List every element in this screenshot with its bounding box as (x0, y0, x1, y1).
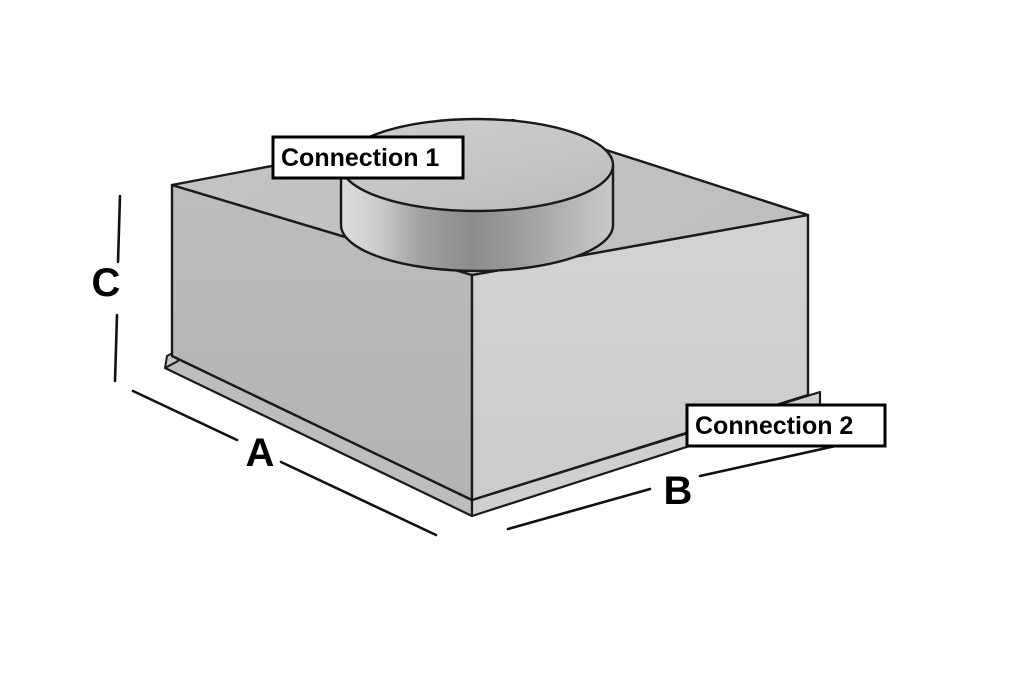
dimension-a: A (131, 389, 438, 537)
dimension-c: C (92, 194, 122, 383)
callout-connection-1-box[interactable] (271, 135, 465, 180)
dim-a-line-lower (279, 460, 438, 537)
dim-c-line-upper (116, 194, 122, 264)
callout-connection-2-box[interactable] (685, 403, 887, 448)
dim-c-label: C (92, 261, 121, 305)
callout-connection-2[interactable]: Connection 2 (685, 403, 887, 448)
dim-b-line-right (698, 443, 842, 478)
dim-c-line-lower (113, 313, 119, 383)
dim-a-line-upper (131, 389, 239, 442)
callout-connection-2-label: Connection 2 (695, 412, 853, 440)
callout-connection-1-label: Connection 1 (281, 144, 439, 172)
callout-connection-1[interactable]: Connection 1 (271, 135, 465, 180)
dimension-b: B (506, 443, 842, 531)
dim-b-line-left (506, 487, 652, 531)
dim-b-label: B (664, 469, 693, 513)
dim-a-label: A (246, 431, 275, 475)
